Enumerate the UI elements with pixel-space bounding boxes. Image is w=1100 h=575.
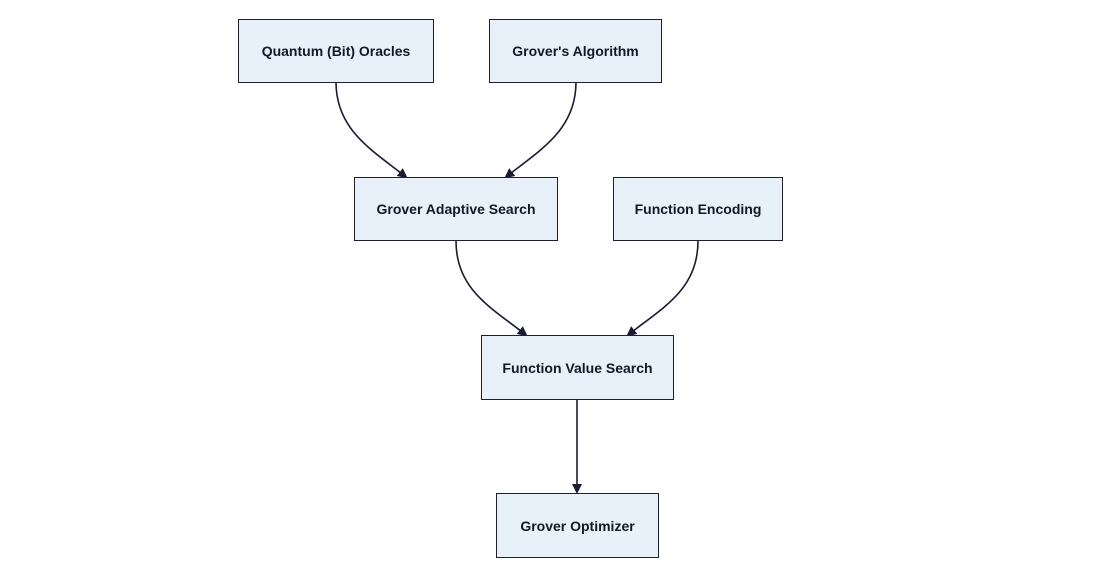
edge-oracles-to-adaptive-search <box>335 81 408 179</box>
node-label: Function Encoding <box>634 201 762 217</box>
node-function-encoding: Function Encoding <box>613 177 783 241</box>
node-function-value-search: Function Value Search <box>481 335 674 400</box>
edge-grovers-algorithm-to-adaptive-search <box>504 81 577 179</box>
node-label: Quantum (Bit) Oracles <box>261 43 411 59</box>
node-grover-optimizer: Grover Optimizer <box>496 493 659 558</box>
node-quantum-bit-oracles: Quantum (Bit) Oracles <box>238 19 434 83</box>
node-label: Function Value Search <box>502 359 653 376</box>
node-label: Grover's Algorithm <box>512 43 639 59</box>
node-label: Grover Optimizer <box>520 517 635 534</box>
node-grovers-algorithm: Grover's Algorithm <box>489 19 662 83</box>
node-label: Grover Adaptive Search <box>376 201 536 217</box>
edge-adaptive-search-to-function-value-search <box>455 240 528 337</box>
node-grover-adaptive-search: Grover Adaptive Search <box>354 177 558 241</box>
edge-function-encoding-to-function-value-search <box>626 240 699 337</box>
